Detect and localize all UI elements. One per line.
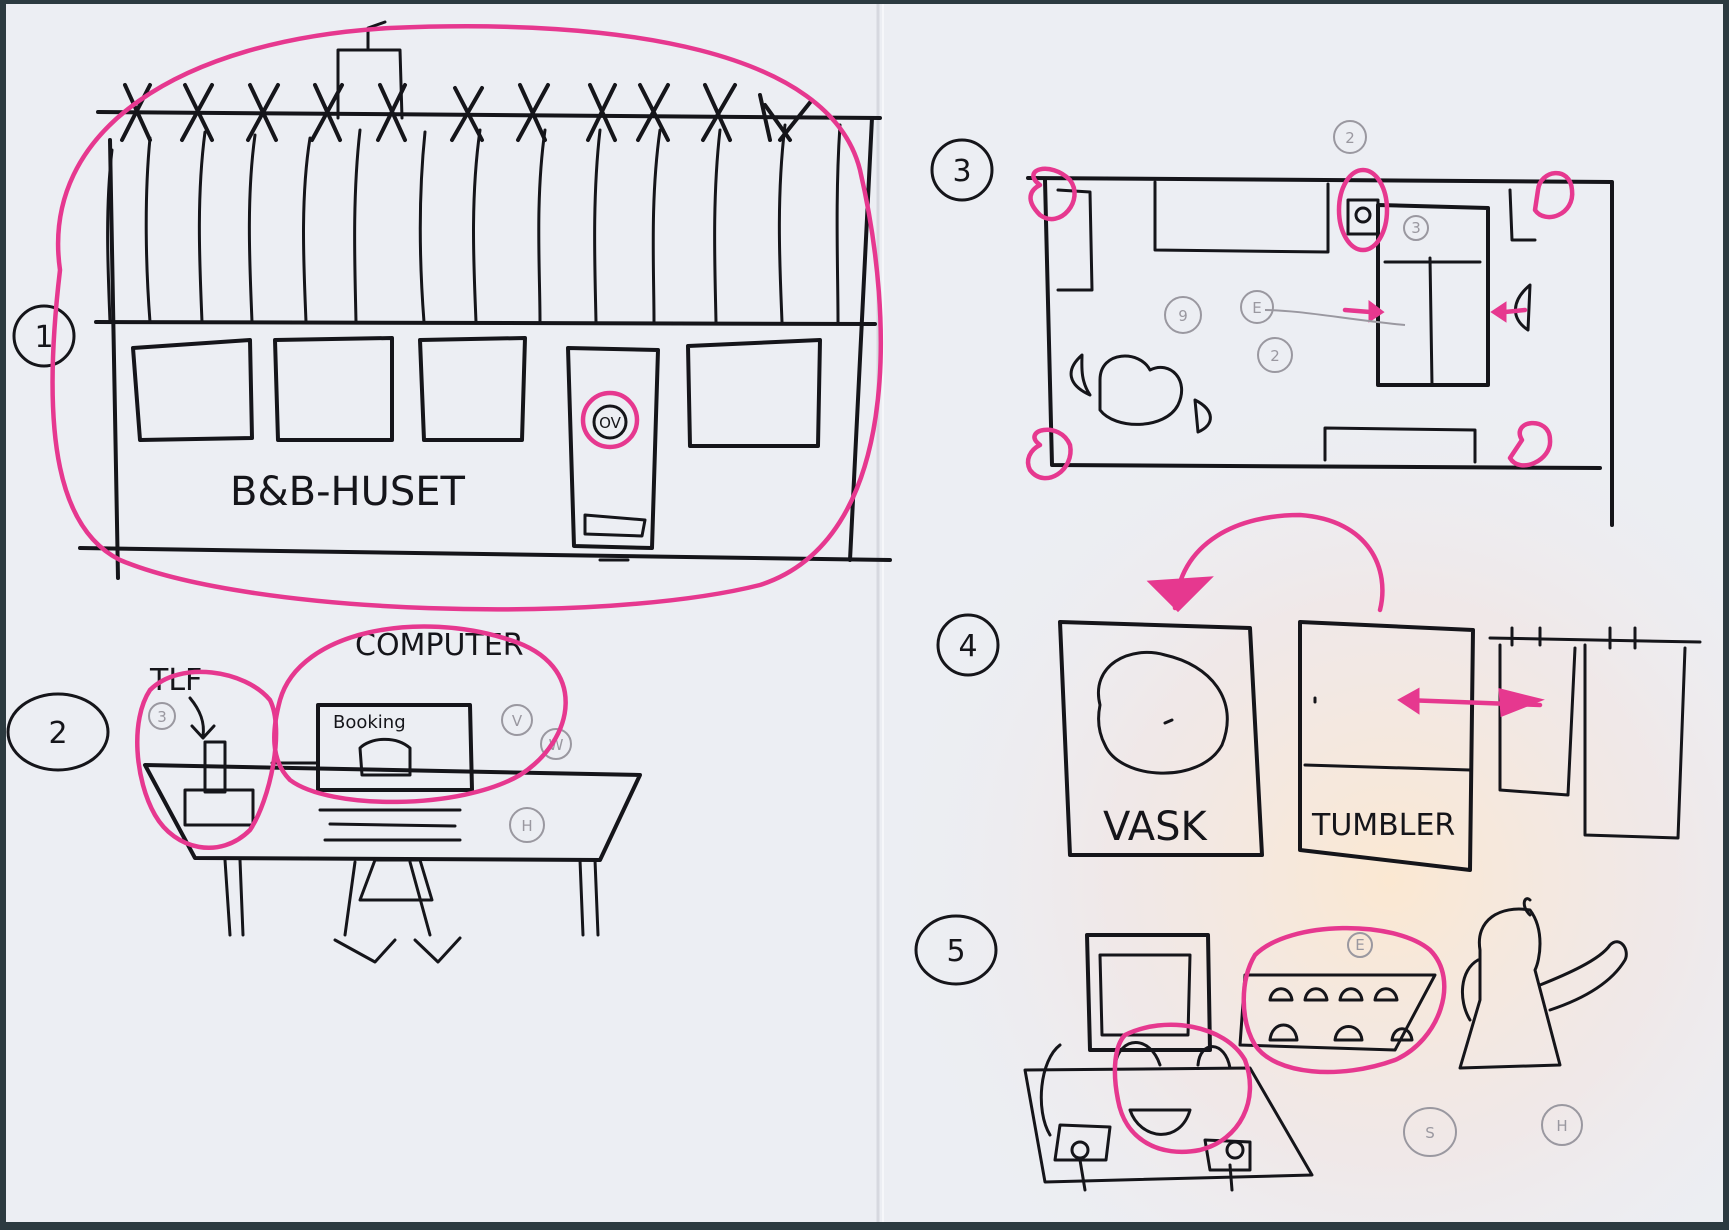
phone-label: TLF (149, 663, 202, 698)
step-number-5-text: 5 (946, 934, 965, 969)
marker-e: E (1355, 936, 1364, 954)
sign-bb-huset: B&B-HUSET (230, 469, 466, 515)
marker-3-d: 2 (1270, 347, 1280, 365)
marker-3-a: 2 (1345, 129, 1355, 147)
marker-s: S (1425, 1124, 1435, 1142)
marker-3-b: 9 (1178, 307, 1188, 325)
dryer-label: TUMBLER (1311, 808, 1455, 843)
step-number-4-text: 4 (958, 629, 977, 664)
step-number-1-text: 1 (34, 320, 53, 355)
marker-v: V (512, 712, 523, 730)
marker-h5: H (1556, 1117, 1567, 1135)
washer-label: VASK (1103, 804, 1209, 850)
step-number-2-text: 2 (48, 716, 67, 751)
computer-label: COMPUTER (355, 628, 524, 663)
door-marker: OV (599, 414, 622, 432)
marker-h: H (521, 817, 532, 835)
marker-3-e: 3 (1411, 219, 1421, 237)
screen-booking-text: Booking (333, 712, 406, 733)
phone-marker: 3 (157, 708, 167, 726)
marker-3-c: E (1252, 299, 1261, 317)
step-number-3-text: 3 (952, 154, 971, 189)
